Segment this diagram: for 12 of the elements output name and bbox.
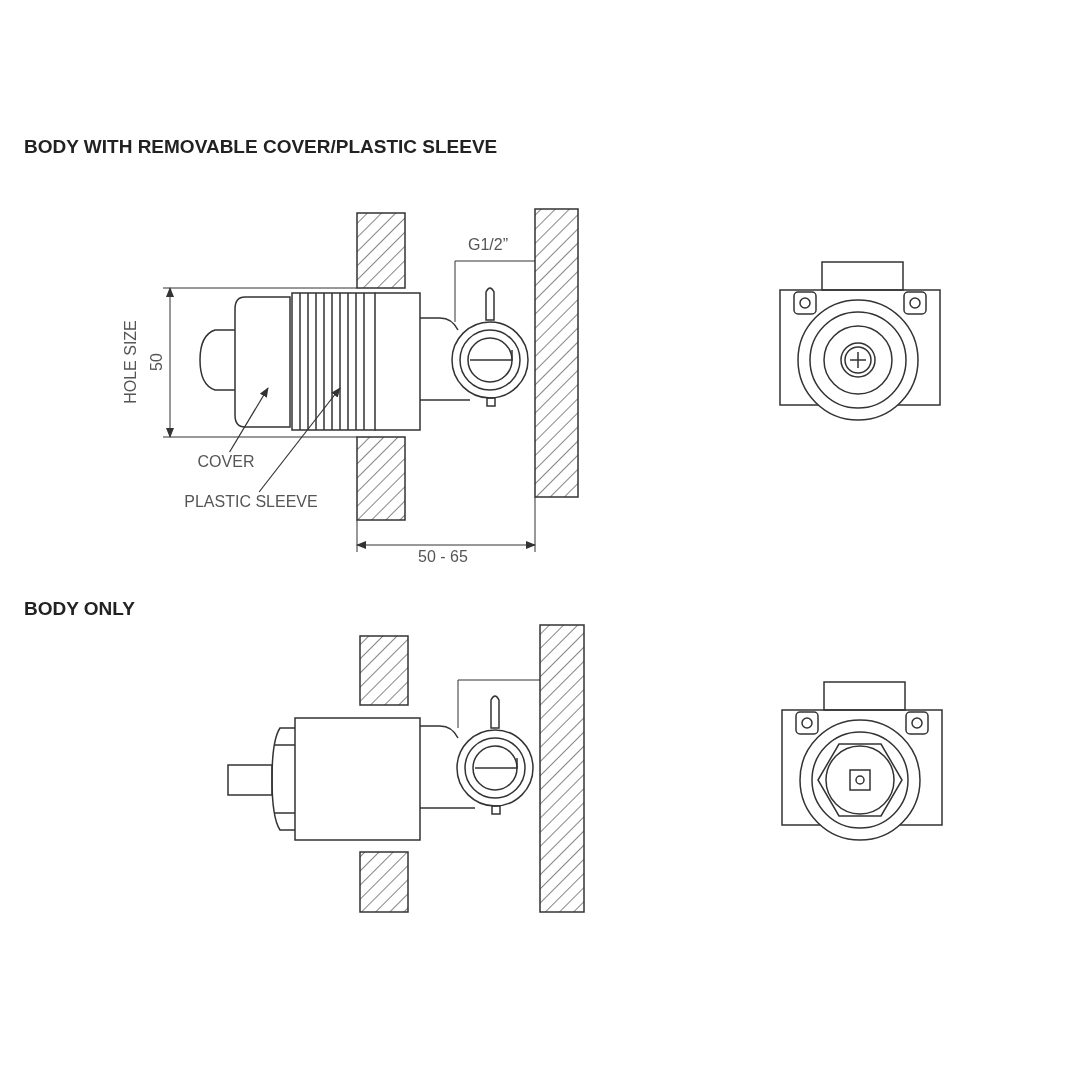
section-heading: BODY ONLY bbox=[24, 598, 135, 620]
section-heading: BODY WITH REMOVABLE COVER/PLASTIC SLEEVE bbox=[24, 136, 498, 158]
leader-line bbox=[258, 387, 341, 493]
dimension-label: HOLE SIZE bbox=[122, 319, 140, 406]
sleeve-part bbox=[291, 292, 376, 431]
leader-line bbox=[229, 387, 269, 453]
part-label: COVER bbox=[190, 452, 262, 472]
dimension-label: G1/2” bbox=[468, 236, 508, 254]
dimension-label: 50 bbox=[148, 352, 166, 373]
cover-part bbox=[234, 296, 291, 428]
dimension-label: 50 - 65 bbox=[418, 548, 468, 566]
part-label: PLASTIC SLEEVE bbox=[170, 492, 332, 512]
